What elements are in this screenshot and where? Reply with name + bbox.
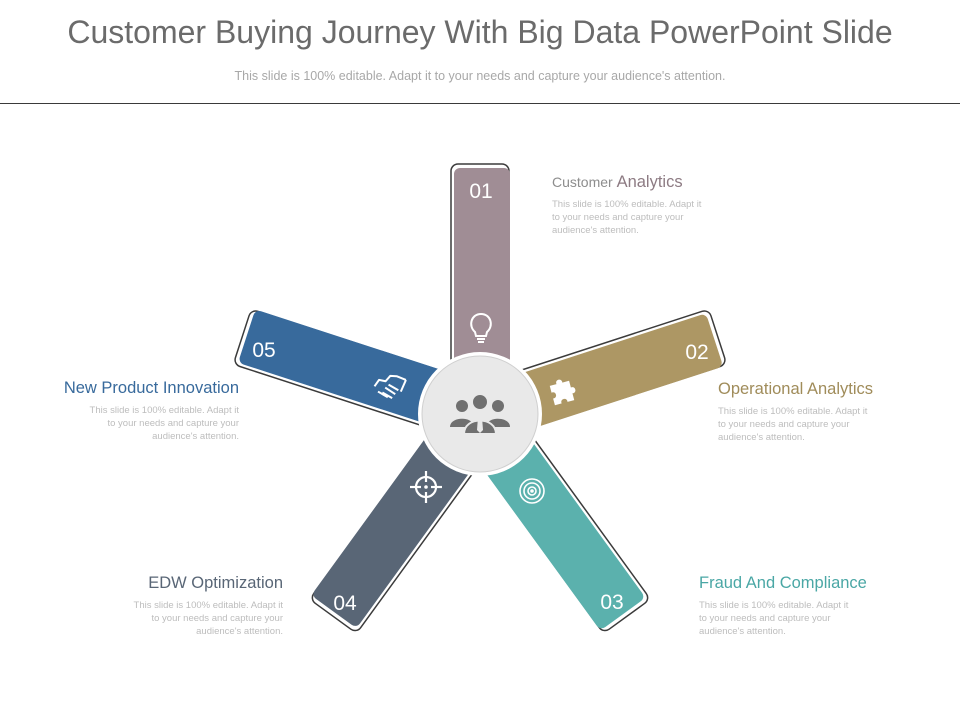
step-label-03: Fraud And Compliance This slide is 100% … bbox=[699, 573, 899, 638]
people-group-icon bbox=[450, 393, 510, 435]
step-label-01: Customer Analytics This slide is 100% ed… bbox=[552, 172, 752, 237]
step-description-04: This slide is 100% editable. Adapt it to… bbox=[133, 600, 283, 637]
lightbulb-icon bbox=[470, 312, 492, 343]
header-divider bbox=[0, 103, 960, 104]
step-number-03: 03 bbox=[600, 591, 623, 614]
handshake-icon bbox=[373, 374, 407, 399]
slide-title: Customer Buying Journey With Big Data Po… bbox=[67, 14, 893, 50]
arm-01-fill bbox=[454, 168, 510, 414]
step-label-05: New Product Innovation This slide is 100… bbox=[39, 378, 239, 443]
step-heading-05: New Product Innovation bbox=[63, 379, 239, 397]
step-description-03: This slide is 100% editable. Adapt it to… bbox=[699, 600, 849, 637]
step-heading-01: Customer Analytics bbox=[552, 173, 683, 191]
step-number-05: 05 bbox=[252, 339, 275, 362]
step-label-02: Operational Analytics This slide is 100%… bbox=[718, 379, 918, 444]
step-label-04: EDW Optimization This slide is 100% edit… bbox=[83, 573, 283, 638]
center-hub bbox=[418, 352, 542, 476]
step-number-04: 04 bbox=[333, 592, 357, 615]
step-heading-04: EDW Optimization bbox=[148, 574, 283, 592]
step-number-01: 01 bbox=[469, 180, 492, 203]
step-number-02: 02 bbox=[685, 341, 708, 364]
step-heading-03: Fraud And Compliance bbox=[699, 574, 867, 592]
slide-subtitle: This slide is 100% editable. Adapt it to… bbox=[234, 69, 726, 83]
arm-01 bbox=[450, 163, 510, 415]
step-description-02: This slide is 100% editable. Adapt it to… bbox=[718, 406, 868, 443]
crosshair-icon bbox=[410, 471, 442, 503]
step-description-01: This slide is 100% editable. Adapt it to… bbox=[552, 199, 702, 236]
hub-disc bbox=[421, 355, 539, 473]
puzzle-icon bbox=[549, 379, 576, 406]
step-description-05: This slide is 100% editable. Adapt it to… bbox=[89, 405, 239, 442]
slide-header: Customer Buying Journey With Big Data Po… bbox=[0, 0, 960, 104]
step-heading-02: Operational Analytics bbox=[718, 380, 874, 398]
target-icon bbox=[519, 478, 545, 504]
